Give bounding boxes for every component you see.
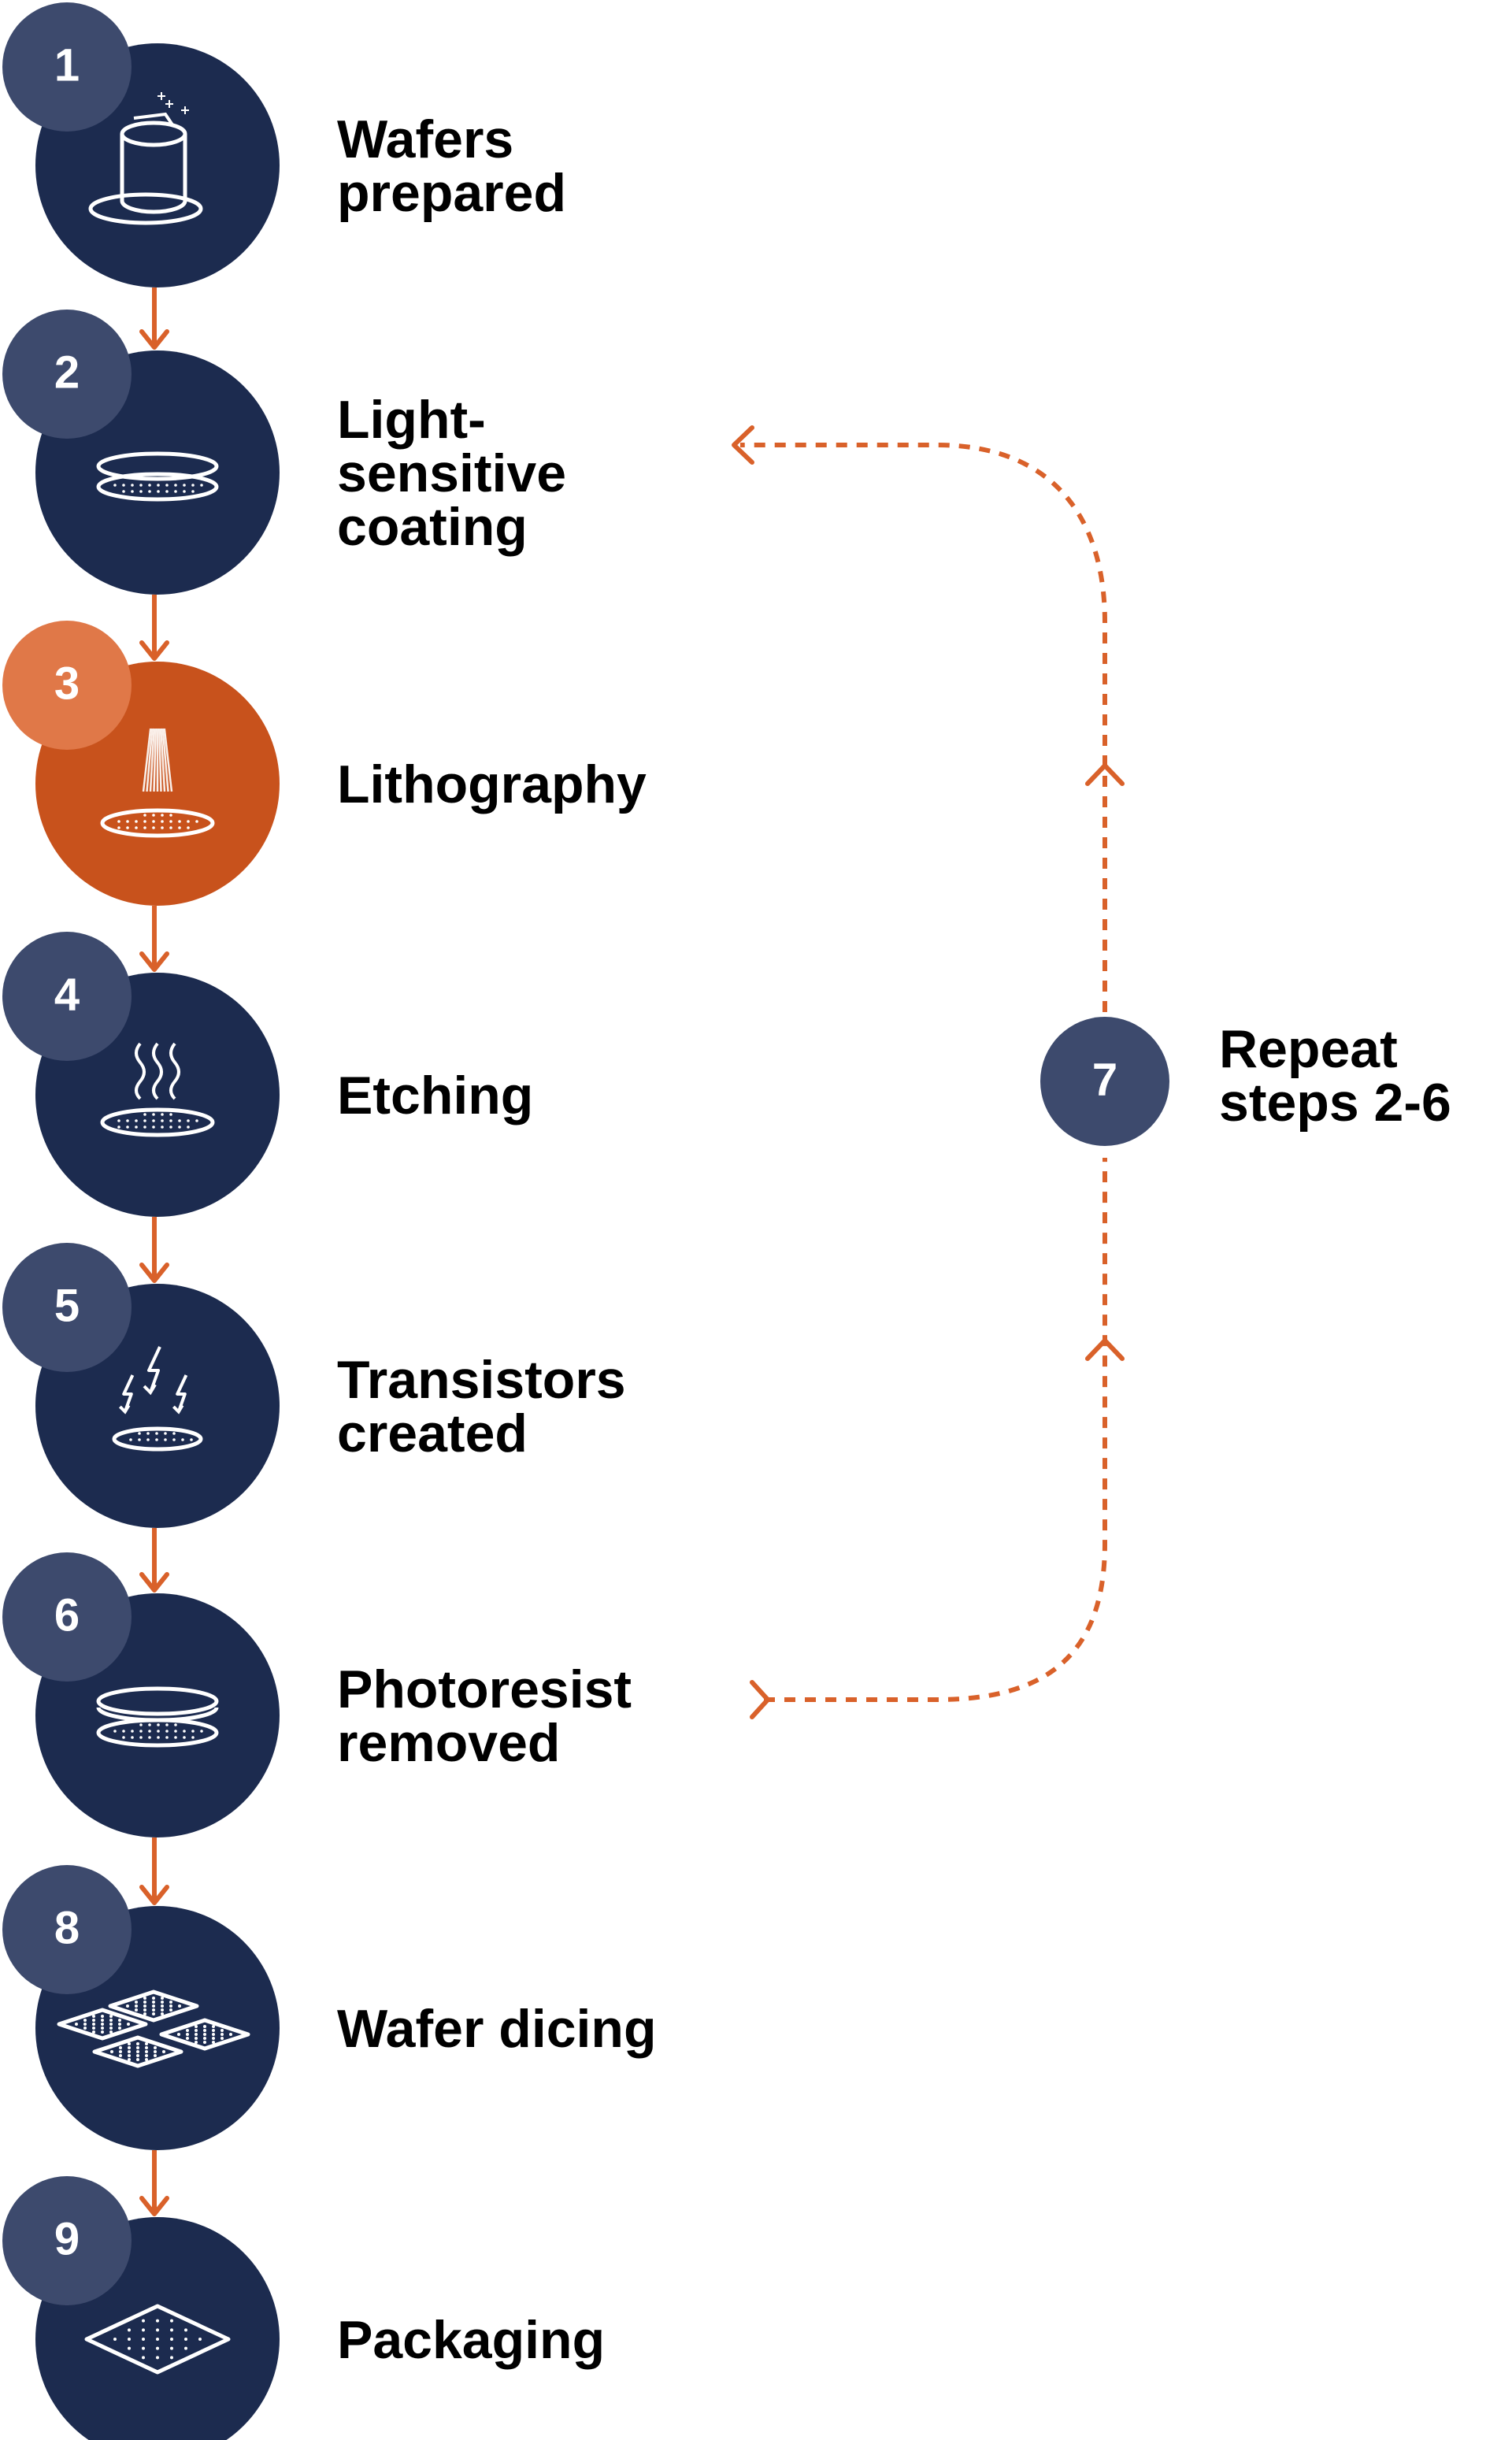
diced-chips-icon <box>57 1989 250 2068</box>
loop-arrowhead <box>1085 1338 1125 1361</box>
loop-arrowhead <box>732 425 754 465</box>
step-label: Etching <box>337 1066 533 1125</box>
step-number: 1 <box>54 40 80 91</box>
step-number: 6 <box>54 1590 80 1641</box>
step-number-badge <box>2 621 132 750</box>
coated-wafer-icon <box>96 451 219 502</box>
connector-arrowhead <box>139 1885 169 1905</box>
connector-arrowhead <box>139 329 169 350</box>
light-beam-wafer-icon <box>100 728 215 838</box>
loop-lower-segment <box>764 1158 1107 1702</box>
connector-arrowhead <box>139 1572 169 1593</box>
repeat-number: 7 <box>1092 1055 1117 1106</box>
repeat-loop-arrow <box>732 425 1125 1719</box>
loop-arrowhead <box>1085 763 1125 786</box>
step-number-badge <box>2 2176 132 2305</box>
lightning-wafer-icon <box>112 1346 203 1452</box>
step-label: Lithography <box>337 755 647 814</box>
repeat-number-badge <box>1040 1017 1169 1146</box>
step-connectors <box>139 287 169 2216</box>
step-number-badge <box>2 1243 132 1372</box>
step-label: Wafer dicing <box>337 1999 657 2059</box>
connector-arrowhead <box>139 951 169 972</box>
step-number-badge <box>2 1552 132 1682</box>
step-number-badge <box>2 310 132 439</box>
heat-waves-wafer-icon <box>100 1042 215 1137</box>
step-number: 5 <box>54 1281 80 1332</box>
step-number-badge <box>2 932 132 1061</box>
step-number: 4 <box>54 970 80 1021</box>
step-number: 2 <box>54 347 80 399</box>
stacked-wafer-icon <box>96 1686 219 1748</box>
loop-upper-segment <box>740 443 1107 1012</box>
step-number: 9 <box>54 2214 80 2265</box>
connector-arrowhead <box>139 1263 169 1283</box>
step-number-badge <box>2 1865 132 1994</box>
loop-arrowhead <box>750 1680 770 1719</box>
connector-arrowhead <box>139 2196 169 2216</box>
connector-arrowhead <box>139 640 169 661</box>
ingot-icon <box>88 92 203 225</box>
step-label: Packaging <box>337 2310 605 2370</box>
step-number-badge <box>2 2 132 132</box>
step-number: 8 <box>54 1903 80 1954</box>
step-number: 3 <box>54 658 80 710</box>
package-chip-icon <box>84 2304 231 2375</box>
